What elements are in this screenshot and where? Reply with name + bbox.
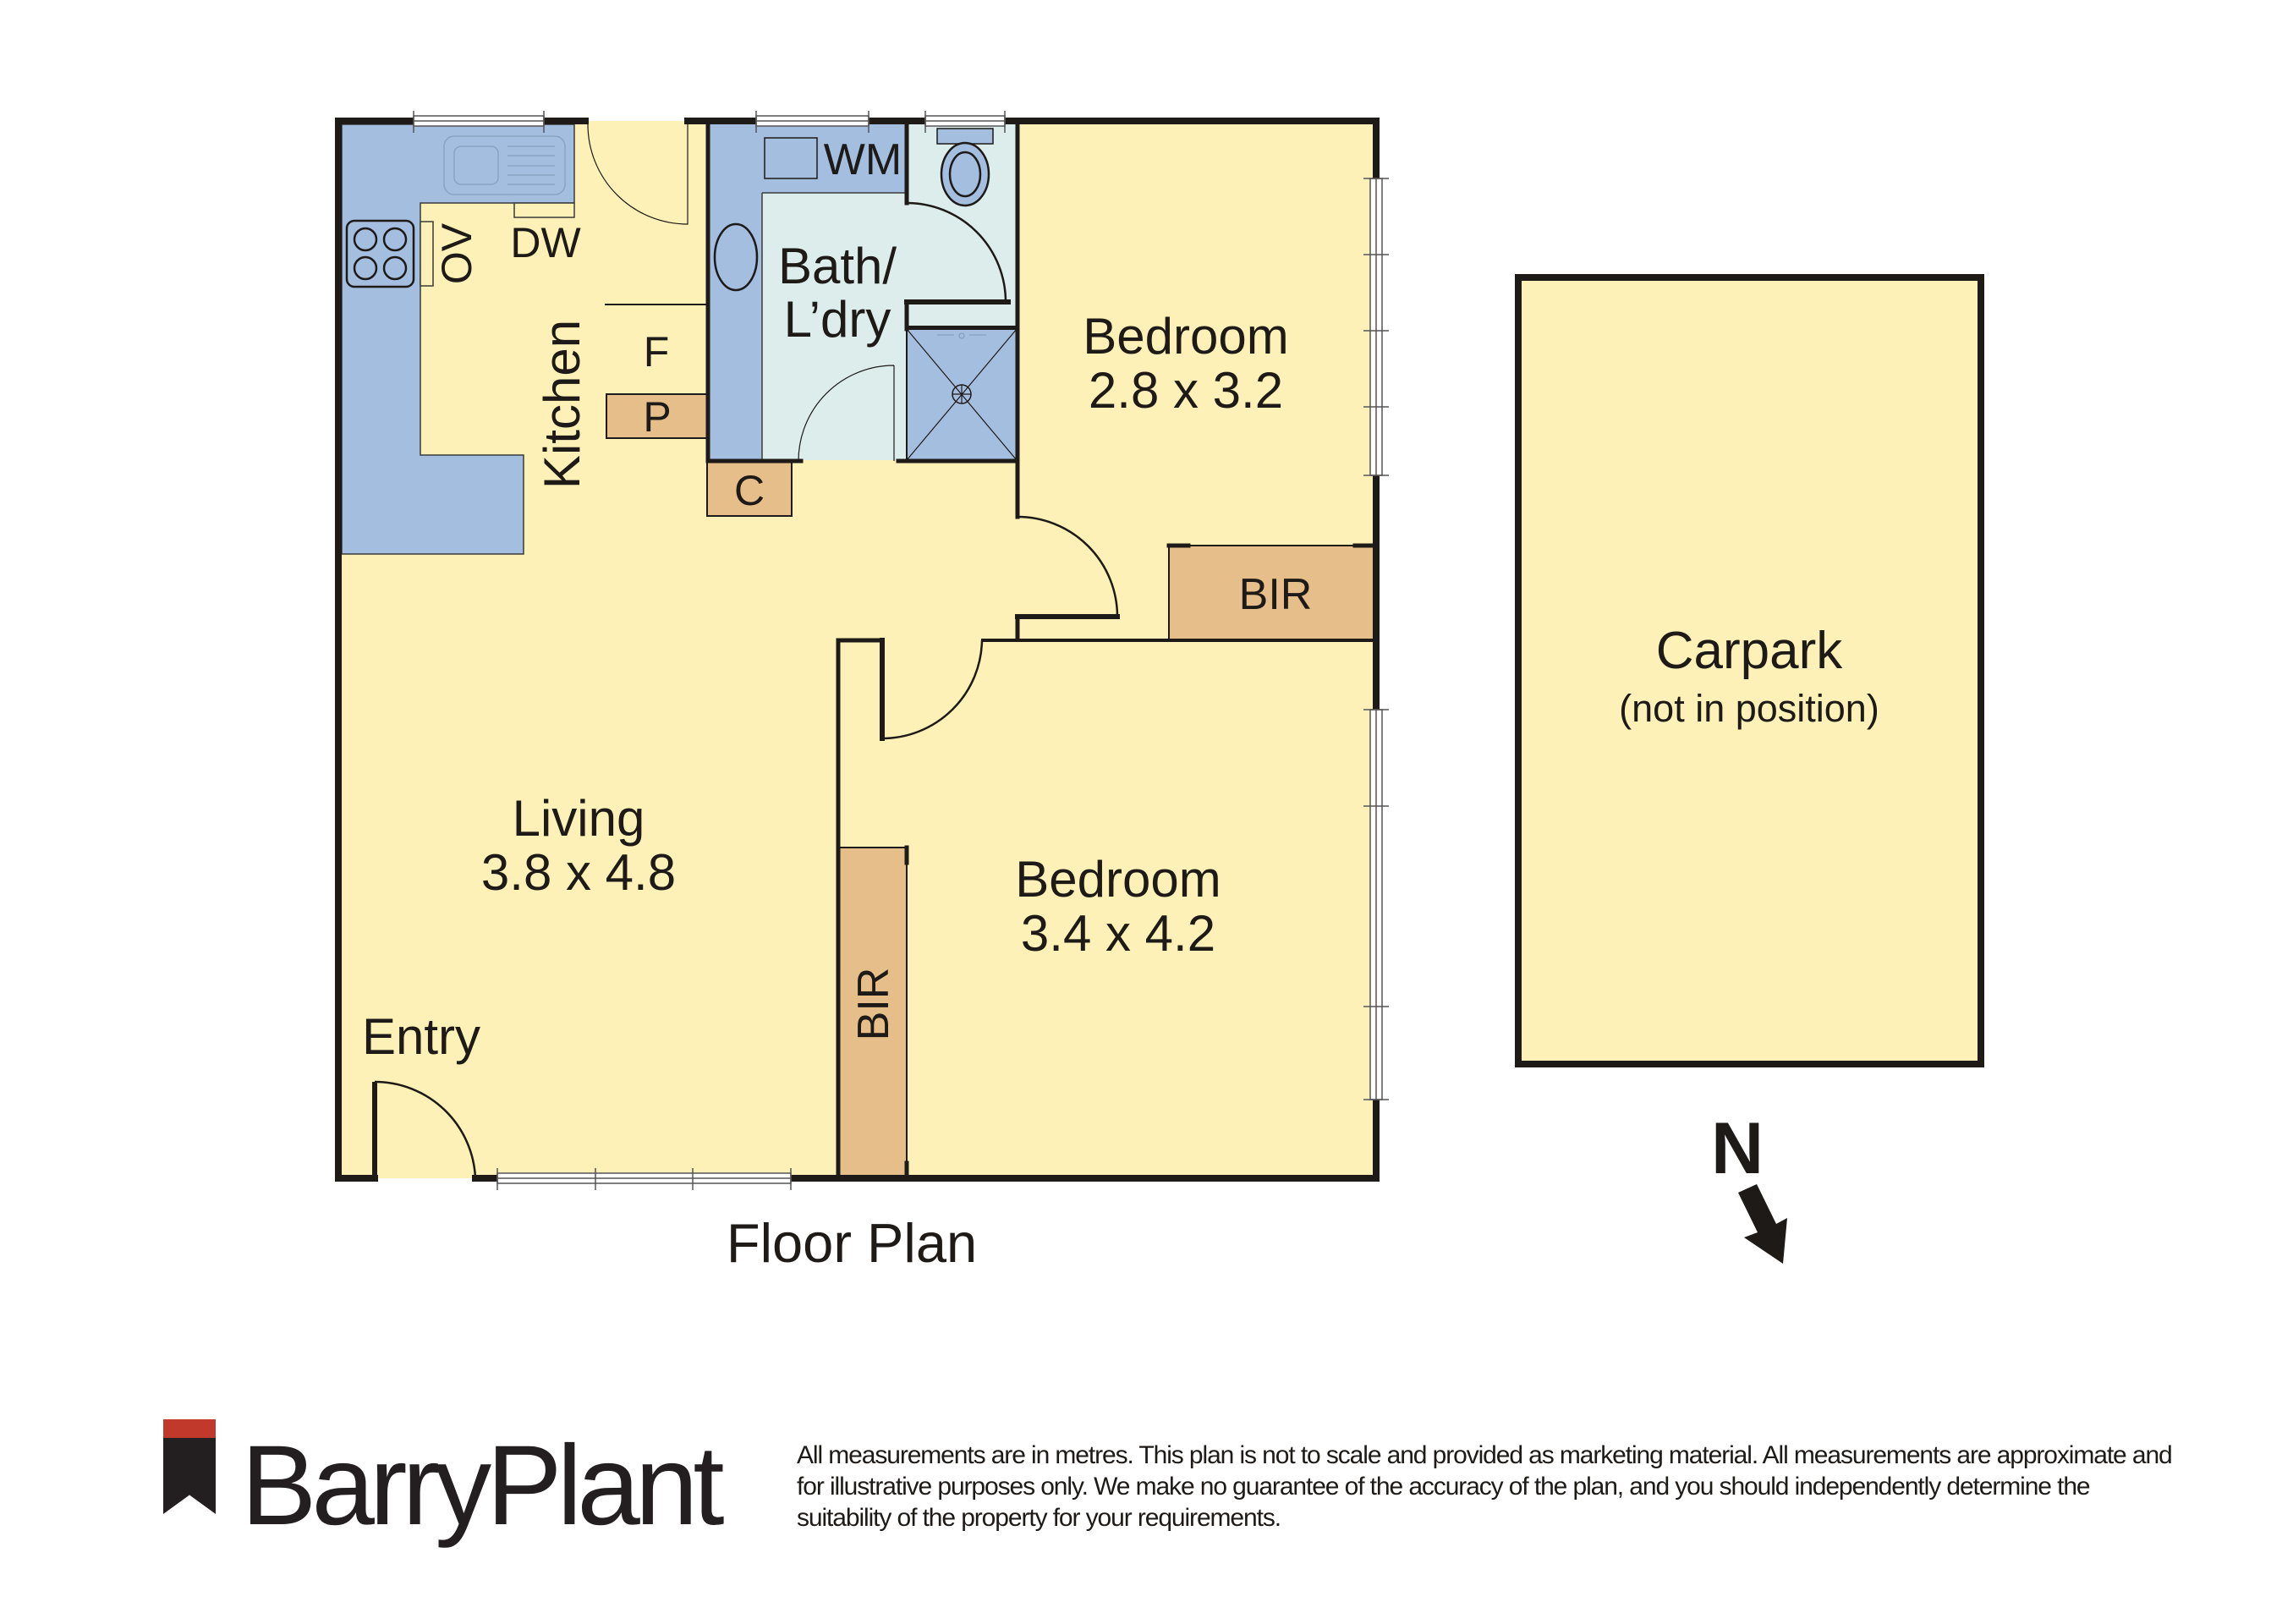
kitchen-bench	[341, 123, 575, 555]
kitchen-door	[587, 123, 688, 225]
bedroom1-door	[1017, 515, 1119, 617]
storage-boxes	[606, 393, 1376, 1178]
washing-machine-label: WM	[824, 135, 902, 184]
bir2-label: BIR	[849, 968, 898, 1041]
interior-walls	[605, 118, 1378, 1181]
barry-plant-logo: BarryPlant	[163, 1419, 725, 1543]
window-bedroom2	[1363, 709, 1389, 1100]
bedroom2-size: 3.4 x 4.2	[1021, 905, 1215, 962]
bedroom1-name: Bedroom	[1083, 308, 1288, 365]
disclaimer-text: All measurements are in metres. This pla…	[797, 1441, 2173, 1532]
pantry-label: P	[643, 393, 671, 441]
bedroom2-name: Bedroom	[1015, 851, 1221, 908]
living-size: 3.8 x 4.8	[481, 844, 676, 901]
exterior-walls	[335, 118, 1380, 1182]
window-toilet	[924, 111, 1006, 133]
toilet-icon	[936, 128, 994, 207]
bedroom2-door	[881, 639, 984, 740]
bir2-box	[837, 847, 908, 1178]
flag-icon	[163, 1419, 216, 1514]
bir1-label: BIR	[1239, 570, 1313, 619]
fixture-labels: DW OV F P C WM BIR BIR	[433, 135, 1312, 1040]
cupboard-box	[706, 460, 793, 517]
toilet-door	[906, 201, 1007, 303]
window-living	[496, 1168, 792, 1190]
window-bedroom1	[1363, 178, 1389, 476]
bir1-box	[1168, 545, 1376, 640]
plan-title: Floor Plan	[727, 1212, 977, 1274]
carpark-note: (not in position)	[1619, 687, 1879, 730]
bath-door	[798, 365, 895, 462]
bedroom1-size: 2.8 x 3.2	[1089, 362, 1283, 419]
shower-icon	[906, 328, 1018, 461]
door-swings	[372, 123, 1119, 1180]
pantry-box	[606, 393, 709, 439]
dishwasher-label: DW	[510, 219, 581, 266]
carpark-name: Carpark	[1656, 622, 1844, 680]
living-name: Living	[513, 790, 645, 847]
window-kitchen	[413, 111, 545, 133]
window-laundry	[755, 111, 869, 133]
bath-label-line1: Bath/	[778, 238, 897, 294]
room-labels: Bedroom 2.8 x 3.2 Bedroom 3.4 x 4.2 Livi…	[362, 238, 1879, 1065]
compass-label: N	[1711, 1108, 1764, 1189]
cooktop-icon	[345, 219, 415, 288]
kitchen-label: Kitchen	[534, 320, 590, 489]
carpark-box	[1515, 274, 1984, 1067]
entry-label: Entry	[362, 1008, 480, 1065]
fridge-label: F	[644, 328, 670, 376]
north-arrow-icon: N	[1711, 1108, 1787, 1264]
cupboard-label: C	[734, 467, 765, 514]
windows	[413, 111, 1389, 1190]
bath-label-line2: L’dry	[784, 291, 891, 348]
bath-fixtures	[708, 124, 907, 460]
brand-name: BarryPlant	[241, 1423, 725, 1549]
entry-door	[374, 1080, 477, 1179]
oven-label: OV	[433, 222, 480, 284]
